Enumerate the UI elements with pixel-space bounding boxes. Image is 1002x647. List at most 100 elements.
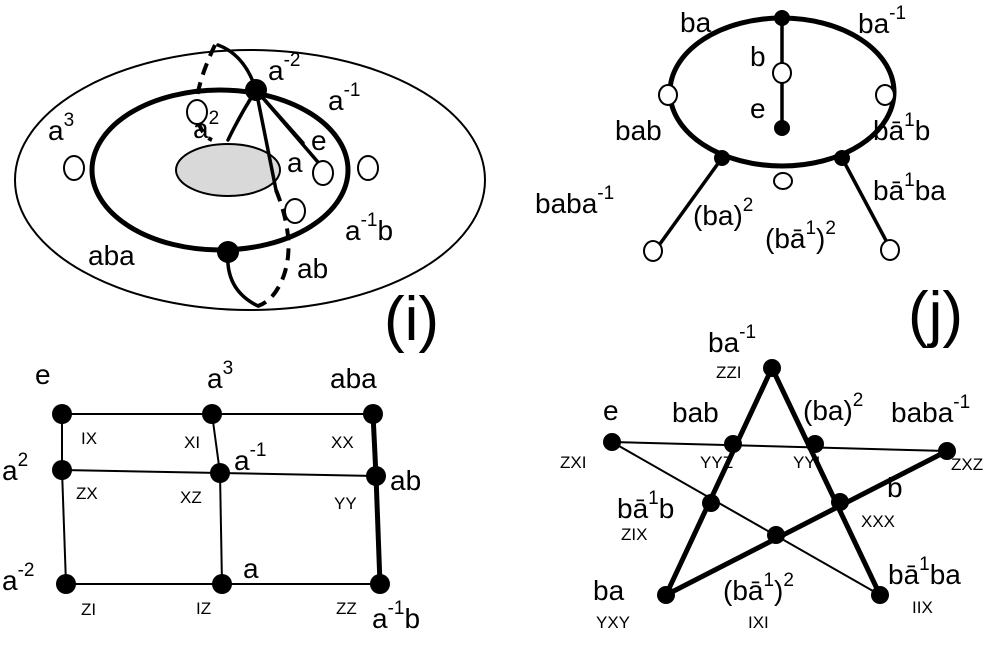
star-code-e: ZXI xyxy=(560,453,586,472)
label-bab1sq: (bā1)2 xyxy=(765,218,836,254)
label-am1b: a-1b xyxy=(345,210,393,246)
grid-node xyxy=(210,463,230,483)
torus-outer-ellipse xyxy=(14,49,486,311)
star-label-babm1b: bā1b xyxy=(617,488,674,524)
star-edge-thick xyxy=(663,365,775,598)
label-bab1ba: bā1ba xyxy=(873,170,946,206)
grid-edge xyxy=(219,472,377,477)
star-node xyxy=(938,442,956,460)
grid-label-am2: a-2 xyxy=(2,560,34,596)
grid-label-a3: a3 xyxy=(207,358,233,394)
star-edge xyxy=(611,441,881,596)
open-node-ba2 xyxy=(773,172,793,190)
panel-j-labels: ba ba-1 b e bab bā1b baba-1 (ba)2 (bā1)2… xyxy=(535,3,963,349)
open-node-babm1b xyxy=(875,84,895,106)
label-b: b xyxy=(750,41,766,72)
panel-i-tag: (i) xyxy=(384,285,439,354)
grid-node xyxy=(202,404,222,424)
grid-label-ab: ab xyxy=(390,465,421,496)
star-label-e: e xyxy=(603,395,619,426)
label-babam1: baba-1 xyxy=(535,183,614,219)
panel-i-torus xyxy=(14,43,486,311)
star-code-babam1: ZXZ xyxy=(951,455,983,474)
torus-edge-am1 xyxy=(254,88,305,145)
star-edge xyxy=(611,441,948,452)
grid-label-am1: a-1 xyxy=(234,440,266,476)
star-node xyxy=(657,586,675,604)
open-node-b xyxy=(772,62,792,84)
edge-right-leg xyxy=(840,156,892,250)
node-am2 xyxy=(245,79,267,101)
panel-j-loop xyxy=(643,10,900,262)
grid-node xyxy=(52,460,72,480)
torus-hole xyxy=(175,143,281,197)
grid-label-a2: a2 xyxy=(2,450,28,486)
torus-edge-a xyxy=(254,88,278,192)
star-node xyxy=(831,493,849,511)
grid-node xyxy=(212,574,232,594)
star-labels: ba-1 ZZI e ZXI bab YYZ (ba)2 YYI baba-1 … xyxy=(560,322,983,632)
open-node-am1 xyxy=(357,155,379,181)
grid-labels: e IX a3 XI aba XX a2 ZX a-1 XZ ab YY a-2… xyxy=(2,358,421,634)
label-bam1: ba-1 xyxy=(858,3,906,39)
star-panel xyxy=(603,359,956,604)
star-label-b: b xyxy=(887,472,903,503)
star-node xyxy=(871,586,889,604)
edge-left-leg xyxy=(655,156,724,250)
open-node-bab xyxy=(658,84,678,106)
label-a3: a3 xyxy=(48,110,74,146)
open-node-bab1ba xyxy=(880,239,900,261)
star-label-ba: ba xyxy=(593,575,625,606)
label-e: e xyxy=(311,125,327,156)
grid-code-e: IX xyxy=(81,429,97,448)
node-left-base xyxy=(714,150,730,166)
star-label-babam1: baba-1 xyxy=(891,392,970,428)
open-node-e xyxy=(312,160,334,186)
torus-edge-dashed-lower xyxy=(257,189,291,308)
star-code-bab: YYZ xyxy=(700,453,733,472)
label-babm1b: bā1b xyxy=(873,110,930,146)
label-am1: a-1 xyxy=(328,80,360,116)
star-label-bam1-top: ba-1 xyxy=(708,322,756,358)
grid-edge xyxy=(219,472,223,585)
grid-panel xyxy=(52,404,390,594)
grid-edge-thick xyxy=(370,411,379,479)
star-edge-thick xyxy=(663,448,950,598)
star-node xyxy=(603,433,621,451)
grid-label-am1b: a-1b xyxy=(372,598,420,634)
panel-j-tag: (j) xyxy=(908,280,963,349)
label-e-j: e xyxy=(750,93,766,124)
grid-code-a: IZ xyxy=(196,599,211,618)
grid-code-am1: XZ xyxy=(180,488,202,507)
open-node-a3 xyxy=(63,155,85,181)
panel-i-labels: a3 a2 a-2 a-1 e a a-1b aba ab (i) xyxy=(48,50,439,354)
grid-node xyxy=(366,466,386,486)
star-node xyxy=(806,435,824,453)
star-node xyxy=(763,359,781,377)
star-label-bab1sq: (bā1)2 xyxy=(723,570,794,606)
star-label-bab1ba: bā1ba xyxy=(888,554,961,590)
star-code-b: XXX xyxy=(861,512,895,531)
grid-edge-thick xyxy=(373,473,383,587)
grid-code-a3: XI xyxy=(184,433,200,452)
star-code-bam1-top: ZZI xyxy=(716,363,742,382)
star-node xyxy=(724,435,742,453)
open-node-ab xyxy=(284,198,306,224)
label-aba: aba xyxy=(88,240,135,271)
label-ba2: (ba)2 xyxy=(693,195,753,231)
grid-code-ab: YY xyxy=(334,494,357,513)
grid-node xyxy=(56,574,76,594)
node-right-base xyxy=(834,150,850,166)
node-ba xyxy=(774,10,790,26)
star-node xyxy=(702,494,720,512)
label-a: a xyxy=(287,147,303,178)
open-node-babam1 xyxy=(643,240,663,262)
node-e xyxy=(774,120,790,136)
grid-edge xyxy=(61,469,67,585)
open-node-a2 xyxy=(186,99,208,125)
label-a2: a2 xyxy=(193,108,219,144)
grid-code-aba: XX xyxy=(331,433,354,452)
star-code-bab1sq: IXI xyxy=(748,613,769,632)
